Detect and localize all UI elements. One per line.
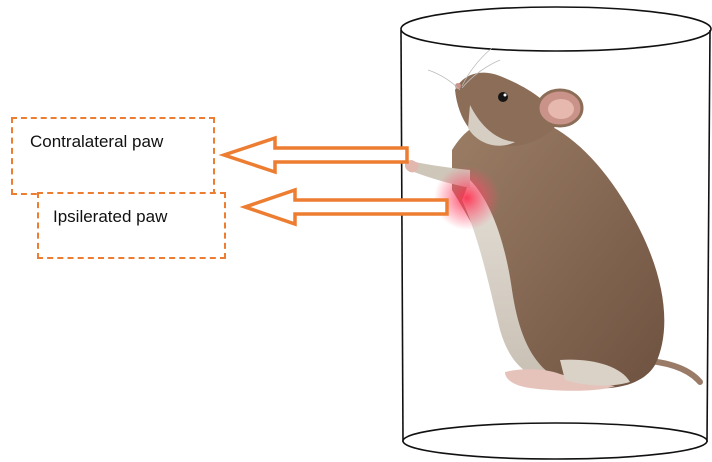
arrow-contralateral — [224, 138, 407, 172]
arrow-ipsilateral-shape — [245, 190, 447, 224]
rat-eye — [498, 92, 508, 102]
arrow-ipsilateral — [245, 190, 447, 224]
cylinder-bottom-rim — [403, 423, 707, 459]
rat-illustration — [405, 48, 700, 391]
arrow-contralateral-shape — [224, 138, 407, 172]
rat-ear-inner — [548, 99, 574, 119]
contralateral-paw-label: Contralateral paw — [30, 132, 163, 151]
cylinder-left-wall — [401, 30, 403, 442]
cylinder-right-wall — [707, 30, 710, 442]
label-box-ipsilateral-paw: Ipsilerated paw — [37, 192, 226, 259]
rat-eye-highlight — [504, 94, 507, 97]
label-box-contralateral-paw: Contralateral paw — [11, 117, 215, 195]
paw-highlight-glow — [434, 166, 500, 230]
cylinder-top-rim — [401, 7, 711, 51]
ipsilateral-paw-label: Ipsilerated paw — [53, 207, 167, 226]
